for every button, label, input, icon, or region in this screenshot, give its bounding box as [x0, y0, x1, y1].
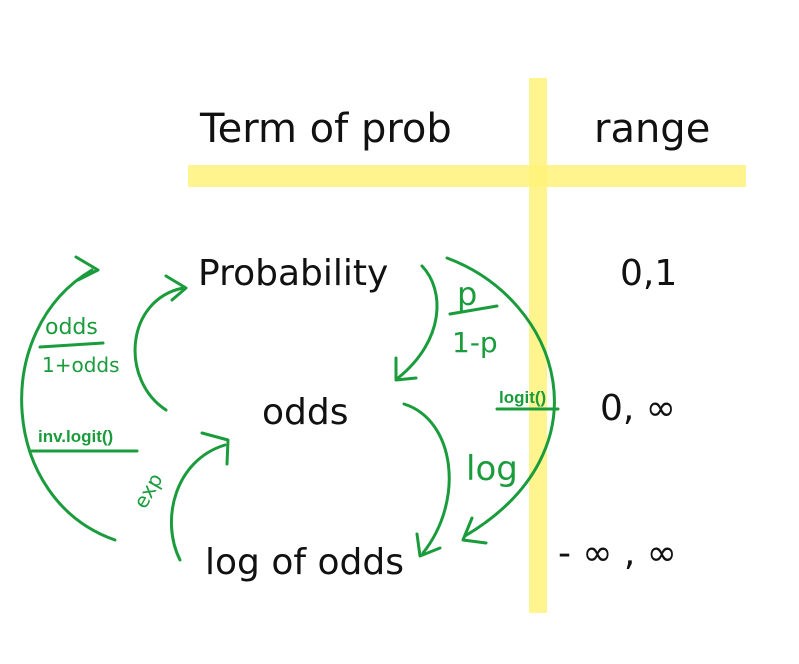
range-log-odds: - ∞ , ∞: [558, 533, 677, 574]
header-term: Term of prob: [199, 106, 452, 152]
column-divider-line: [529, 78, 547, 613]
arrow-prob-to-odds: [396, 264, 439, 380]
range-probability: 0,1: [620, 253, 677, 294]
arrowhead-prob-to-odds: [394, 356, 418, 382]
header-range: range: [594, 106, 710, 152]
label-log: log: [466, 449, 518, 489]
term-odds: odds: [262, 392, 348, 433]
label-p: p: [457, 275, 477, 313]
arrow-odds-to-log: [402, 402, 451, 555]
arrowhead-inv-logit: [74, 255, 100, 282]
arrow-logit: [445, 256, 556, 538]
label-inv-logit: inv.logit(): [38, 427, 113, 446]
arrowhead-odds-to-log: [415, 532, 442, 558]
fraction-bar-p: [448, 304, 499, 316]
term-probability: Probability: [198, 253, 388, 294]
arrowhead-log-to-odds: [200, 431, 230, 466]
arrow-inv-logit: [20, 268, 117, 542]
label-odds-num: odds: [45, 315, 98, 340]
label-one-minus-p: 1-p: [452, 326, 498, 359]
arrowhead-odds-to-prob: [164, 274, 188, 302]
label-logit: logit(): [499, 388, 546, 407]
fraction-bar-odds: [38, 341, 105, 349]
range-odds: 0, ∞: [600, 388, 676, 429]
label-exp: exp: [129, 469, 168, 513]
term-log-odds: log of odds: [205, 542, 404, 583]
header-divider-line: [188, 165, 746, 187]
label-odds-den: 1+odds: [42, 353, 120, 377]
arrowhead-logit: [461, 516, 488, 545]
arrow-log-to-odds: [169, 443, 227, 562]
arrow-odds-to-prob: [133, 286, 185, 412]
